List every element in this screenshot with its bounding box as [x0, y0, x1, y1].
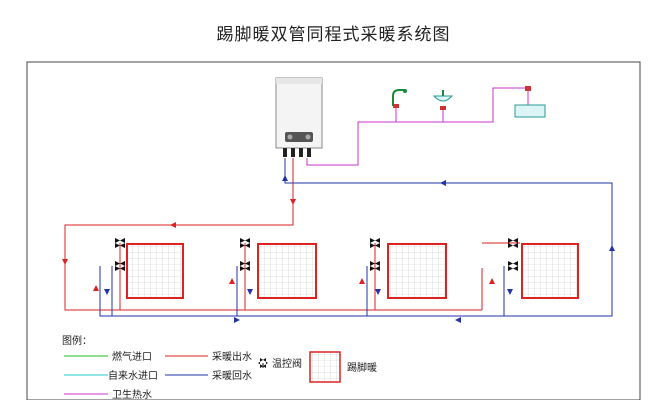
bathtub-icon: [514, 86, 546, 118]
diagram-frame: [26, 61, 641, 400]
legend-hot-water: 卫生热水: [112, 388, 152, 400]
valve-icon: [258, 358, 268, 368]
legend-tap-water-inlet: 自来水进口: [108, 369, 158, 382]
hot-water-line: [306, 87, 529, 166]
radiator-2: [240, 238, 317, 299]
diagram-title: 踢脚暖双管同程式采暖系统图: [216, 25, 451, 45]
radiator-1: [115, 238, 184, 299]
boiler-icon: [275, 77, 323, 157]
shower-icon: [392, 89, 407, 108]
radiator-legend-icon: [309, 351, 341, 383]
legend-radiator: 踢脚暖: [347, 361, 377, 374]
legend-heating-return: 采暖回水: [212, 369, 252, 382]
legend-heading: 图例：: [62, 334, 92, 347]
washbasin-icon: [432, 90, 454, 110]
legend-heating-supply: 采暖出水: [212, 350, 252, 363]
legend: 图例： 燃气进口 自来水进口 卫生热水 采暖出水 采暖回水 温控阀 踢脚暖: [62, 334, 377, 400]
flow-arrows: [62, 175, 615, 323]
legend-gas-inlet: 燃气进口: [112, 350, 152, 363]
radiator-3: [370, 238, 447, 299]
legend-valve: 温控阀: [272, 357, 302, 370]
radiator-4: [508, 238, 579, 299]
